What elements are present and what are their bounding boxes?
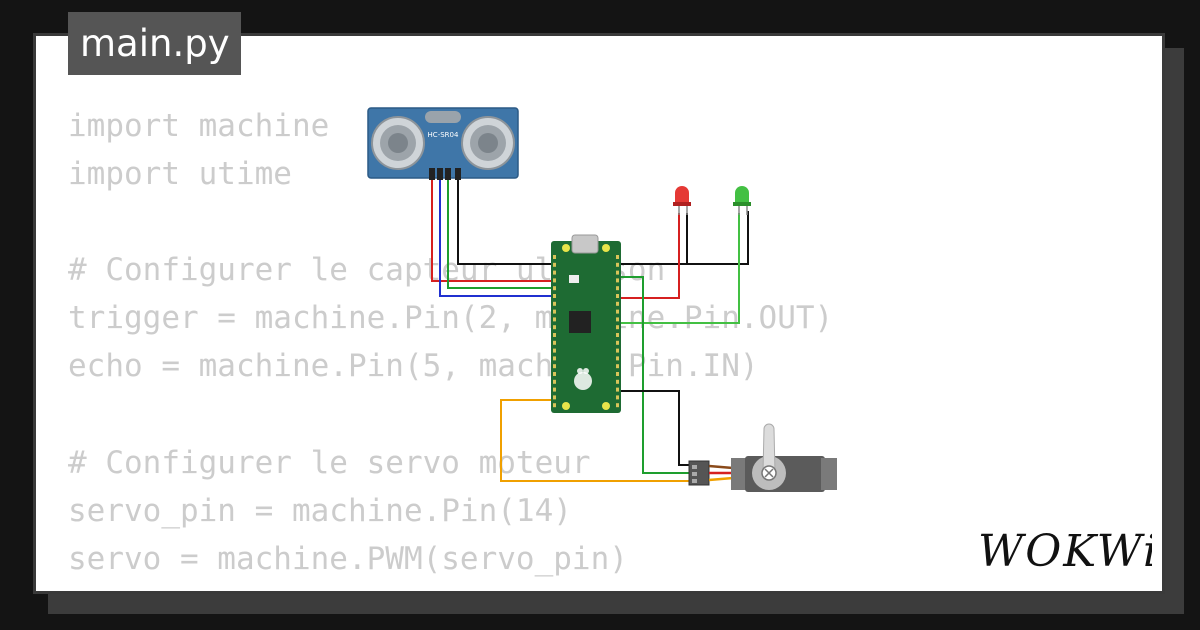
pico-pin [553,387,556,392]
code-line: # Configurer le servo moteur [68,444,591,481]
pico-pin [616,348,619,353]
pico-pin [616,255,619,259]
pico-pin [553,333,556,337]
code-line: import utime [68,156,292,193]
pico-pin [553,255,556,259]
pico-board[interactable] [551,234,621,413]
circuit-diagram: HC-SR04 [367,107,837,492]
wire-echo [447,178,558,289]
code-line: servo = machine.PWM(servo_pin) [68,540,628,577]
ultrasonic-sensor[interactable]: HC-SR04 [367,107,519,180]
code-line: servo.freq(50) [68,583,833,591]
wire-servo-signal [500,399,691,482]
code-line: import machine [68,108,330,144]
pico-pin [553,356,556,361]
pico-pin [616,301,619,306]
pico-pin [553,270,556,275]
pico-pin [553,395,556,400]
code-preview: import machine import utime # Configurer l… [68,102,833,591]
pico-pin [553,317,556,322]
wire-servo-vcc [603,276,691,474]
red-led[interactable] [673,186,691,215]
pico-pin [553,340,556,345]
pico-pin [616,372,619,376]
green-led[interactable] [733,186,751,215]
pico-pin [553,348,556,353]
pico-pin [553,403,556,408]
pico-pin [616,325,619,330]
pico-pin [616,309,619,314]
pico-pin [616,262,619,267]
pico-pin [616,403,619,408]
pico-pin [553,364,556,369]
pico-pin [616,340,619,345]
pico-pin [616,270,619,275]
pico-pin [553,325,556,330]
pico-pin [616,294,619,298]
pico-pin [553,278,556,283]
sensor-pins [429,168,461,180]
pico-pin [553,286,556,291]
pico-pin [616,387,619,392]
wire-led-red [613,213,680,299]
code-line: servo_pin = machine.Pin(14) [68,492,572,529]
pico-pin [553,309,556,314]
wire-trig [439,178,558,297]
pico-pin [616,364,619,369]
pico-pin [553,379,556,384]
pico-pin [553,301,556,306]
pico-pin [616,356,619,361]
pico-pin [616,379,619,384]
servo-motor[interactable] [688,423,837,492]
wire-vcc [431,178,558,282]
pico-pin [553,262,556,267]
pico-pin [616,286,619,291]
pico-pin [616,395,619,400]
pico-pin [553,294,556,298]
code-line: # Configurer le capteur ultrason [68,252,666,289]
pico-pins [553,255,619,408]
project-preview-card[interactable]: import machine import utime # Configurer l… [33,33,1165,594]
pico-pin [616,317,619,322]
pico-pin [616,333,619,337]
pico-pin [553,372,556,376]
code-line: echo = machine.Pin(5, machine.Pin.IN) [68,348,759,385]
wire-servo-gnd [613,390,691,466]
pico-pin [616,278,619,283]
file-tab[interactable]: main.py [68,12,241,75]
sensor-model-label: HC-SR04 [428,131,459,139]
wire-led-green [613,213,740,324]
wokwi-logo[interactable]: WOKWi [976,522,1152,578]
wokwi-logo-text: WOKWi [978,526,1152,577]
